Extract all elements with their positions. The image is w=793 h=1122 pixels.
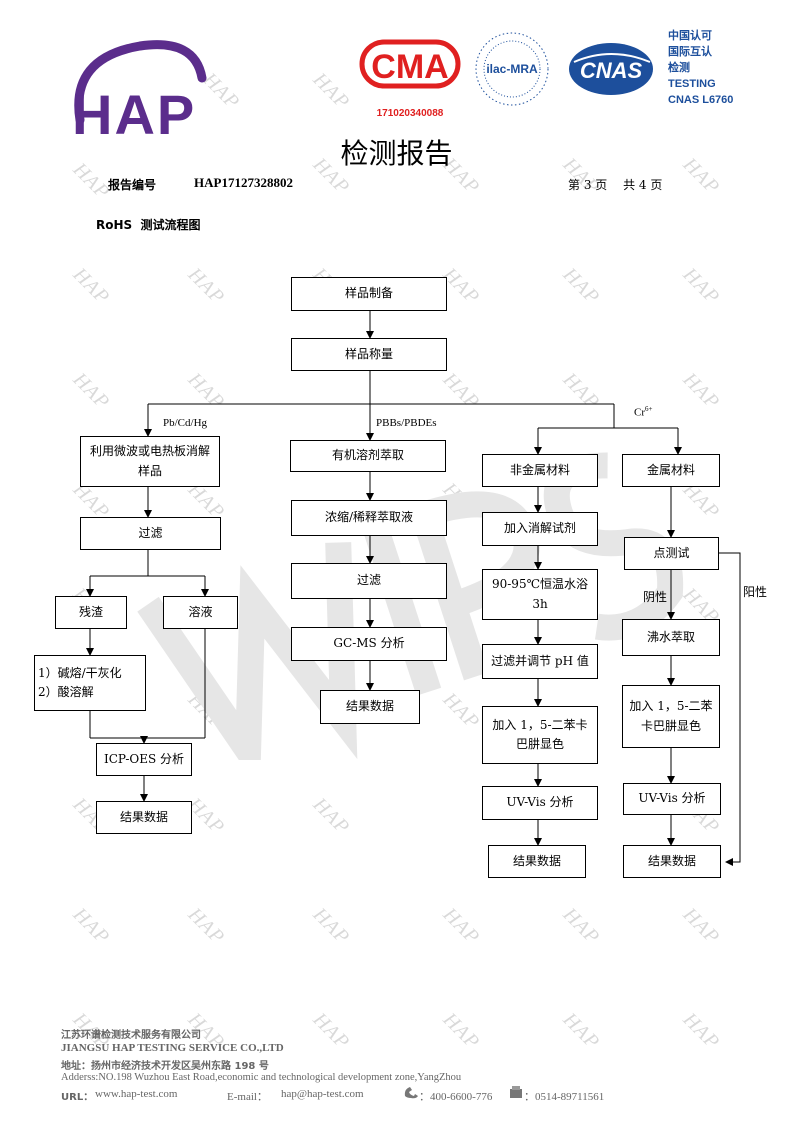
flow-nonmetal: 非金属材料 (482, 454, 598, 487)
cert-line: 中国认可 (668, 30, 712, 42)
flow-sample-weigh: 样品称量 (291, 338, 447, 371)
footer-company-en: JIANGSU HAP TESTING SERVICE CO.,LTD (61, 1042, 284, 1054)
flow-water-bath: 90-95℃恒温水浴 3h (482, 569, 598, 620)
cert-line: 国际互认 (668, 46, 712, 58)
flow-result-col1: 结果数据 (96, 801, 192, 834)
fax-icon (510, 1086, 522, 1098)
negative-label: 阴性 (643, 590, 668, 604)
flow-result-col4: 结果数据 (623, 845, 721, 878)
flow-boiling-extraction: 沸水萃取 (622, 619, 720, 656)
report-number-label: 报告编号 (108, 178, 157, 192)
cert-line: TESTING (668, 78, 716, 90)
cma-logo: CMA 171020340088 (359, 39, 461, 119)
flow-solution: 溶液 (163, 596, 238, 629)
cnas-logo: CNAS (569, 43, 653, 95)
hap-logo: HAP (72, 40, 207, 146)
flow-alkali-fusion: 1）碱熔/干灰化 2）酸溶解 (34, 655, 146, 711)
flow-adjust-ph: 过滤并调节 pH 值 (482, 644, 598, 679)
certification-block: 中国认可 国际互认 检测 TESTING CNAS L6760 (668, 28, 733, 108)
footer-url[interactable]: www.hap-test.com (95, 1088, 178, 1100)
flow-icp-oes: ICP-OES 分析 (96, 743, 192, 776)
footer-url-label: URL： (61, 1092, 94, 1103)
flow-spot-test: 点测试 (624, 537, 719, 570)
flow-uv-vis-col4: UV-Vis 分析 (623, 783, 721, 815)
cnas-text: CNAS (580, 58, 643, 83)
report-number: HAP17127328802 (194, 175, 293, 190)
cma-number: 171020340088 (377, 108, 444, 119)
ilac-text: ilac-MRA (486, 62, 538, 76)
flow-gc-ms: GC-MS 分析 (291, 627, 447, 661)
flow-residue: 残渣 (55, 596, 127, 629)
positive-label: 阳性 (743, 585, 768, 599)
flow-sample-prep: 样品制备 (291, 277, 447, 311)
flow-digestion: 利用微波或电热板消解 样品 (80, 436, 220, 487)
phone-icon (404, 1087, 418, 1099)
cert-line: 检测 (668, 62, 690, 74)
flow-color-col3: 加入 1，5-二苯卡 巴肼显色 (482, 706, 598, 764)
branch-label-flame-retardants: PBBs/PBDEs (376, 417, 437, 429)
flow-concentrate: 浓缩/稀释萃取液 (291, 500, 447, 536)
hap-logo-text: HAP (72, 83, 196, 146)
flow-uv-vis-col3: UV-Vis 分析 (482, 786, 598, 820)
footer-address-en: Adderss:NO.198 Wuzhou East Road,economic… (61, 1072, 462, 1083)
flow-add-reagent: 加入消解试剂 (482, 512, 598, 546)
flow-filter: 过滤 (80, 517, 221, 550)
footer-address-cn: 地址：扬州市经济技术开发区吴州东路 198 号 (61, 1061, 269, 1072)
branch-label-metals: Pb/Cd/Hg (163, 417, 208, 429)
ilac-mra-logo: ilac-MRA (475, 32, 549, 106)
footer-company-cn: 江苏环谱检测技术服务有限公司 (61, 1030, 201, 1041)
cma-text: CMA (371, 48, 448, 86)
flow-filter-col2: 过滤 (291, 563, 447, 599)
cert-line: CNAS L6760 (668, 94, 734, 106)
footer-email-label: E-mail： (227, 1091, 268, 1103)
page-info: 第 3 页 共 4 页 (568, 178, 663, 192)
flow-solvent-extraction: 有机溶剂萃取 (290, 440, 446, 472)
section-title: RoHS 测试流程图 (96, 218, 201, 232)
page-title: 检测报告 (340, 137, 453, 170)
flow-color-col4: 加入 1，5-二苯 卡巴肼显色 (622, 685, 720, 748)
flow-metal: 金属材料 (622, 454, 720, 487)
footer-fax: ：0514-89711561 (524, 1091, 605, 1103)
branch-label-cr6: Cr6+ (634, 405, 653, 419)
footer-email[interactable]: hap@hap-test.com (281, 1088, 364, 1100)
footer-phone: ：400-6600-776 (419, 1091, 493, 1103)
flow-result-col2: 结果数据 (320, 690, 420, 724)
flow-result-col3: 结果数据 (488, 845, 586, 878)
